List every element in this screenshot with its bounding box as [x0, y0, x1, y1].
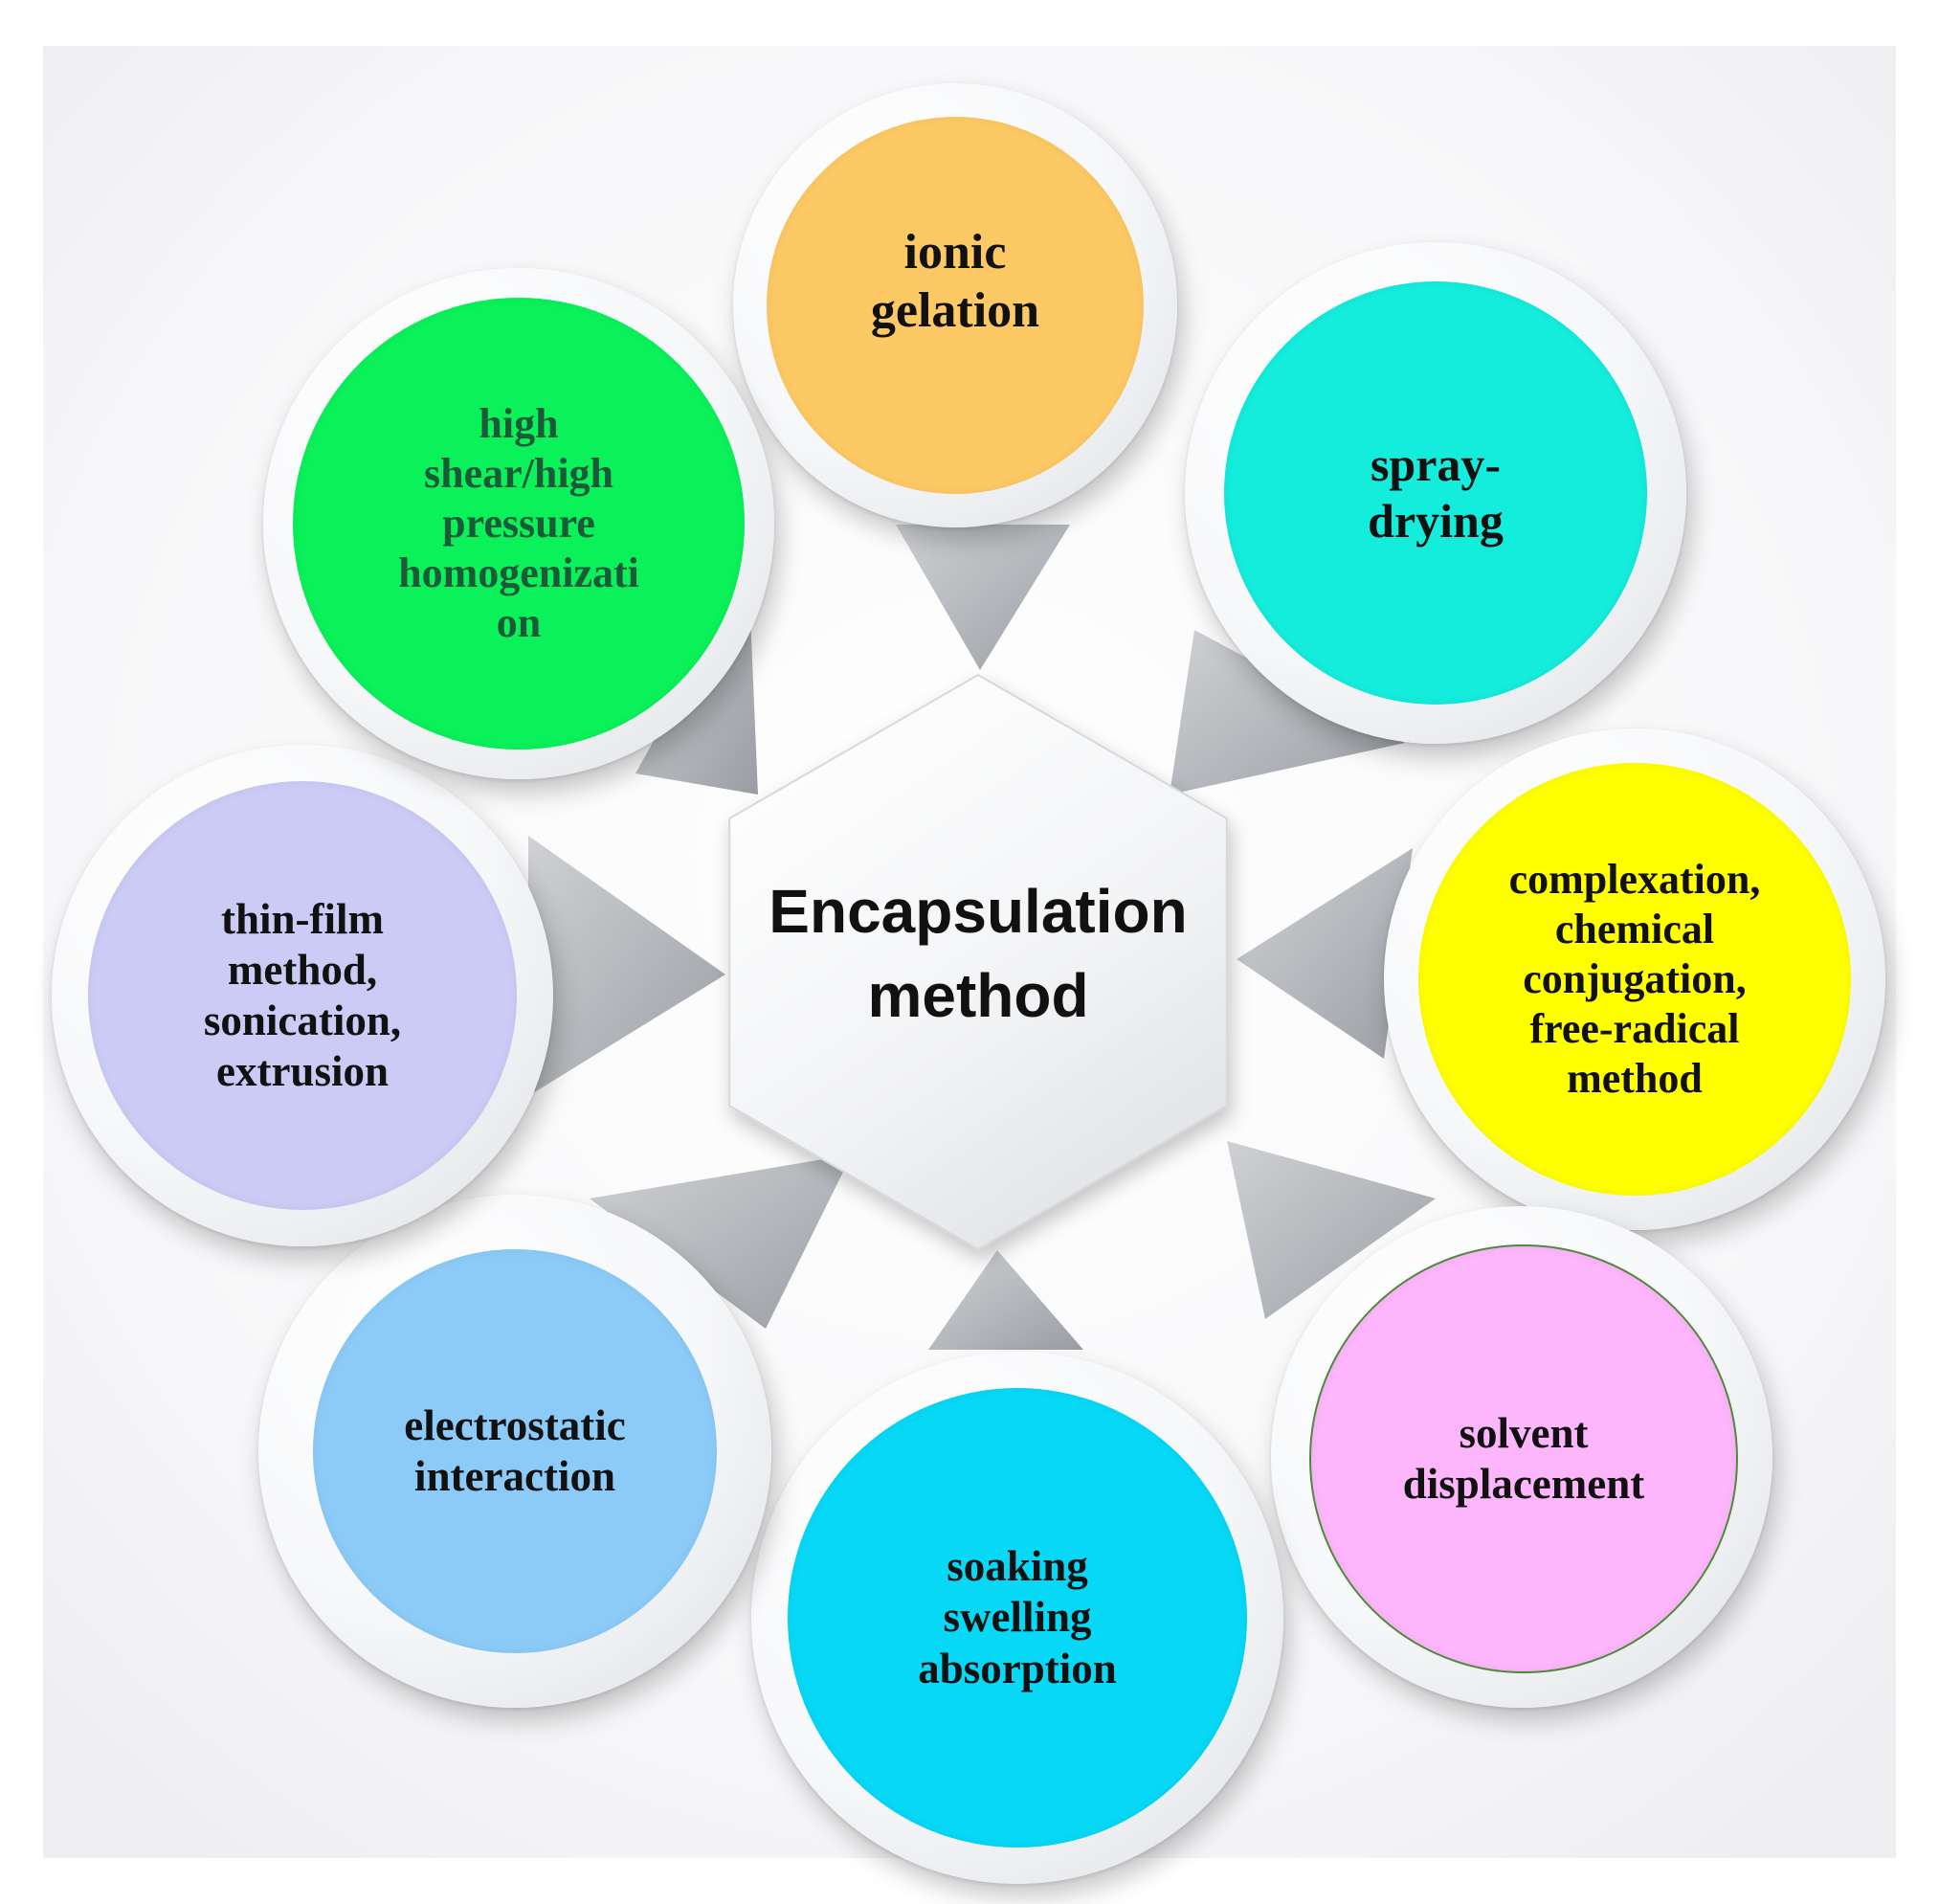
high-shear-homogenization-disc: high shear/high pressure homogenizati on — [293, 298, 745, 750]
ionic-gelation-disc: ionic gelation — [767, 117, 1144, 494]
spray-drying-disc: spray- drying — [1224, 281, 1647, 705]
thin-film-method-label: thin-film method, sonication, extrusion — [203, 894, 402, 1096]
pointer-triangle — [528, 836, 725, 1096]
center-title: Encapsulation method — [769, 877, 1188, 1031]
soaking-swelling-absorption-label: soaking swelling absorption — [918, 1542, 1117, 1692]
electrostatic-interaction-label: electrostatic interaction — [404, 1400, 626, 1500]
electrostatic-interaction-disc: electrostatic interaction — [313, 1249, 717, 1653]
ionic-gelation-ring: ionic gelation — [733, 83, 1177, 527]
solvent-displacement-disc: solvent displacement — [1309, 1244, 1738, 1673]
high-shear-homogenization-label: high shear/high pressure homogenizati on — [398, 400, 639, 646]
pointer-triangle — [1237, 848, 1413, 1059]
spray-drying-label: spray- drying — [1368, 437, 1504, 548]
complexation-ring: complexation, chemical conjugation, free… — [1384, 728, 1885, 1230]
solvent-displacement-label: solvent displacement — [1402, 1408, 1645, 1508]
soaking-swelling-absorption-disc: soaking swelling absorption — [788, 1388, 1247, 1848]
soaking-swelling-absorption-ring: soaking swelling absorption — [751, 1352, 1283, 1884]
solvent-displacement-ring: solvent displacement — [1271, 1206, 1772, 1708]
electrostatic-interaction-ring: electrostatic interaction — [258, 1195, 771, 1708]
high-shear-homogenization-ring: high shear/high pressure homogenizati on — [263, 268, 774, 779]
pointer-triangle — [590, 1154, 852, 1329]
ionic-gelation-label: ionic gelation — [870, 224, 1040, 338]
pointer-triangle — [1227, 1141, 1436, 1319]
pointer-triangle — [928, 1250, 1083, 1350]
thin-film-method-ring: thin-film method, sonication, extrusion — [52, 745, 553, 1246]
thin-film-method-disc: thin-film method, sonication, extrusion — [88, 781, 517, 1210]
spray-drying-ring: spray- drying — [1185, 242, 1686, 744]
pointer-triangle — [896, 525, 1070, 670]
complexation-label: complexation, chemical conjugation, free… — [1508, 856, 1761, 1102]
pointer-triangle — [1170, 630, 1405, 795]
complexation-disc: complexation, chemical conjugation, free… — [1418, 763, 1851, 1196]
center-hexagon — [728, 673, 1228, 1251]
